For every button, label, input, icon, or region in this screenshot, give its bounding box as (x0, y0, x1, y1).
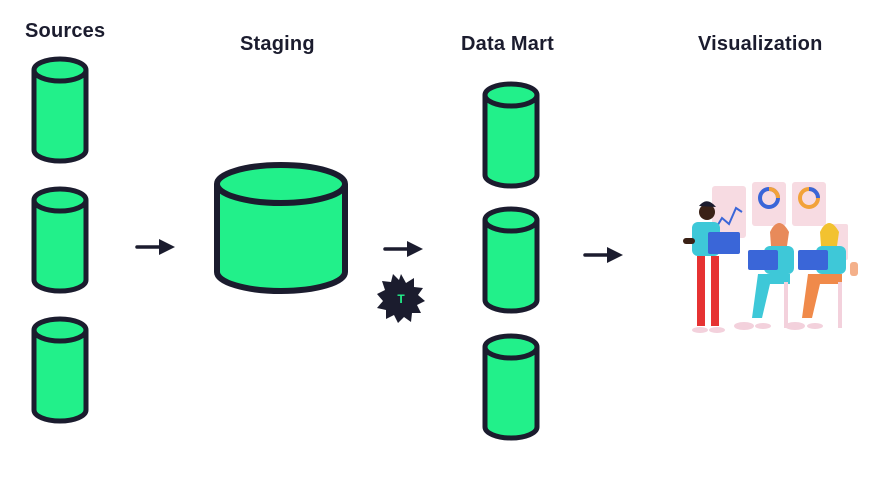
sources-heading: Sources (25, 20, 106, 42)
data-mart-heading: Data Mart (461, 33, 554, 55)
data-mart-database-1-icon (485, 84, 537, 186)
source-database-2-icon (34, 189, 86, 291)
transform-badge-label: T (397, 292, 405, 306)
arrow-right-icon (383, 239, 425, 259)
source-database-3-icon (34, 319, 86, 421)
data-mart-database-2-icon (485, 209, 537, 311)
data-mart-database-3-icon (485, 336, 537, 438)
people-dashboard-illustration (683, 182, 858, 333)
arrow-right-icon (583, 245, 625, 265)
staging-heading: Staging (240, 33, 315, 55)
visualization-heading: Visualization (698, 33, 823, 55)
source-database-1-icon (34, 59, 86, 161)
arrow-right-icon (135, 237, 177, 257)
transform-badge-icon: T (377, 274, 425, 323)
staging-database-icon (217, 165, 345, 291)
